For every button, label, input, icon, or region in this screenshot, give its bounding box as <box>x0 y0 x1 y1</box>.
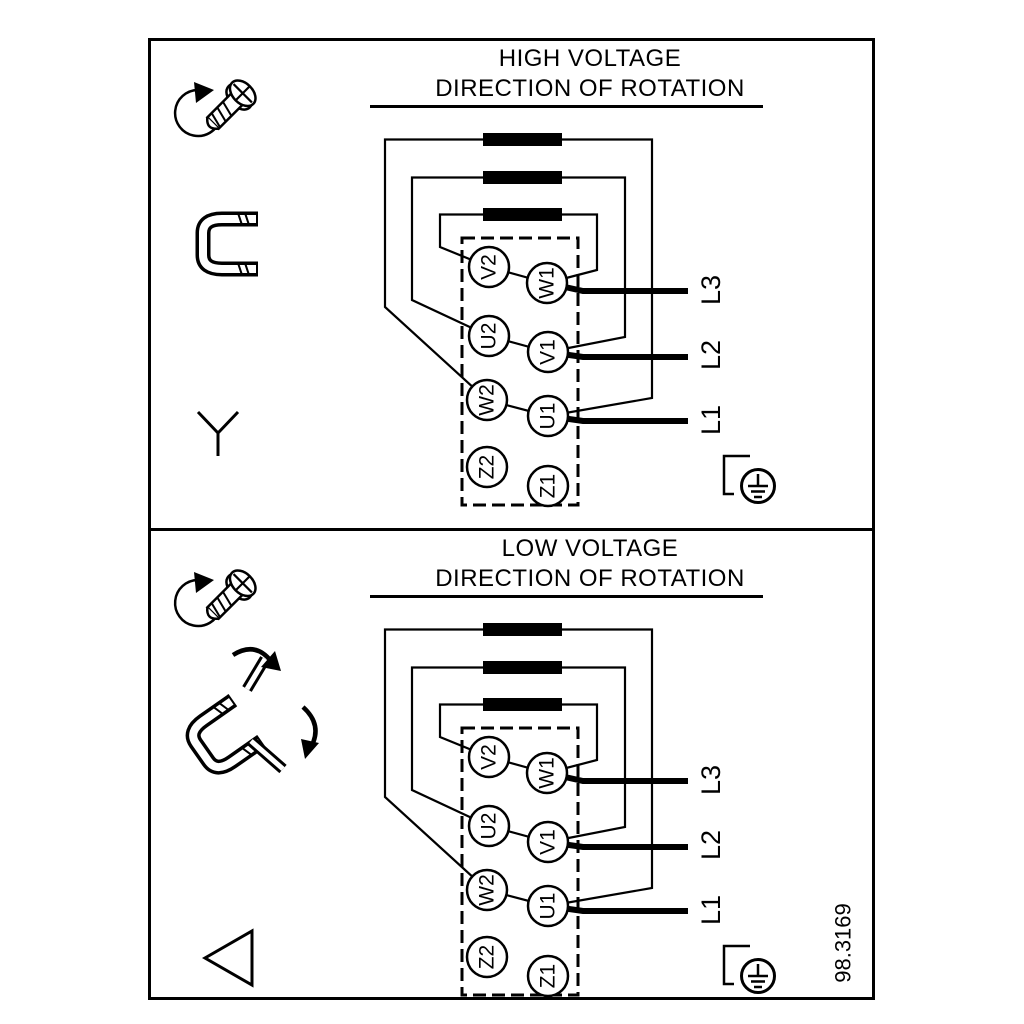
terminal-label: W1 <box>536 267 559 299</box>
jumper-bar <box>483 661 562 674</box>
star-connection-icon <box>196 410 240 456</box>
terminal-v1: V1 <box>526 330 570 374</box>
terminal-label: U2 <box>478 813 501 840</box>
terminal-label: V1 <box>537 829 560 855</box>
terminal-z2: Z2 <box>465 935 509 979</box>
terminal-circle <box>467 735 511 779</box>
title-underline <box>370 595 763 598</box>
terminals: V2 W1 U2 V1 <box>465 245 570 508</box>
terminal-w2: W2 <box>465 868 509 912</box>
title-underline <box>370 105 763 108</box>
line-labels: L3 L2 L1 <box>696 765 726 925</box>
high-voltage-panel: HIGH VOLTAGE DIRECTION OF ROTATION <box>151 41 872 528</box>
terminal-circle <box>526 330 570 374</box>
terminal-u2: U2 <box>467 314 511 358</box>
terminal-circle <box>526 394 570 438</box>
earth-terminal-icon <box>722 944 776 994</box>
terminal-circle <box>525 261 569 305</box>
terminal-v1: V1 <box>526 820 570 864</box>
terminal-label: Z1 <box>537 474 560 499</box>
jumper-wiring <box>383 138 654 418</box>
terminal-label: Z2 <box>476 455 499 480</box>
screw-rotation-icon <box>173 564 262 629</box>
jumper-removal-icon <box>184 647 319 779</box>
jumper-bars <box>483 623 562 711</box>
jumper-bar <box>483 171 562 184</box>
terminal-label: W2 <box>476 384 499 416</box>
terminal-circle <box>465 935 509 979</box>
jumper-bar <box>483 208 562 221</box>
terminal-z2: Z2 <box>465 445 509 489</box>
terminal-label: Z1 <box>537 964 560 989</box>
terminal-w1: W1 <box>525 751 569 795</box>
terminal-box <box>460 236 580 507</box>
terminal-circle <box>525 751 569 795</box>
terminal-box <box>460 726 580 997</box>
line-labels: L3 L2 L1 <box>696 275 726 435</box>
terminal-z1: Z1 <box>526 954 570 997</box>
diagram-frame: HIGH VOLTAGE DIRECTION OF ROTATION <box>148 38 875 1000</box>
terminal-label: V2 <box>478 744 501 770</box>
jumper-bar <box>483 623 562 636</box>
terminal-label: U1 <box>537 403 560 430</box>
terminal-circle <box>526 464 570 508</box>
terminal-v2: V2 <box>467 245 511 289</box>
terminal-u1: U1 <box>526 394 570 438</box>
terminal-label: W2 <box>476 874 499 906</box>
jumper-bar <box>483 698 562 711</box>
delta-connection-icon <box>201 928 254 988</box>
jumper-bars <box>483 133 562 221</box>
terminals: V2 W1 U2 V1 <box>465 735 570 997</box>
terminal-label: Z2 <box>476 945 499 970</box>
jumper-bar <box>483 133 562 146</box>
figure-number: 98.3169 <box>831 903 856 983</box>
terminal-label: V2 <box>478 254 501 280</box>
low-voltage-panel: LOW VOLTAGE DIRECTION OF ROTATION <box>151 528 872 997</box>
terminal-circle <box>465 868 509 912</box>
terminal-circle <box>526 820 570 864</box>
line-label-l1: L1 <box>696 405 726 435</box>
terminal-label: U2 <box>478 323 501 350</box>
terminal-z1: Z1 <box>526 464 570 508</box>
terminal-circle <box>467 245 511 289</box>
line-label-l3: L3 <box>696 275 726 305</box>
line-label-l2: L2 <box>696 830 726 860</box>
line-label-l3: L3 <box>696 765 726 795</box>
terminal-label: U1 <box>537 893 560 920</box>
terminal-v2: V2 <box>467 735 511 779</box>
terminal-circle <box>467 314 511 358</box>
line-label-l2: L2 <box>696 340 726 370</box>
line-label-l1: L1 <box>696 895 726 925</box>
terminal-circle <box>465 445 509 489</box>
terminal-u2: U2 <box>467 804 511 848</box>
terminal-label: V1 <box>537 339 560 365</box>
panel-subtitle: DIRECTION OF ROTATION <box>435 75 745 102</box>
terminal-w1: W1 <box>525 261 569 305</box>
terminal-circle <box>465 378 509 422</box>
terminal-label: W1 <box>536 757 559 789</box>
terminal-circle <box>467 804 511 848</box>
terminal-u1: U1 <box>526 884 570 928</box>
terminal-w2: W2 <box>465 378 509 422</box>
terminal-circle <box>526 884 570 928</box>
panel-title: HIGH VOLTAGE <box>499 45 681 72</box>
panel-title: LOW VOLTAGE <box>502 535 679 562</box>
terminal-circle <box>526 954 570 997</box>
jumper-link-icon <box>203 212 257 277</box>
earth-terminal-icon <box>722 454 776 504</box>
panel-subtitle: DIRECTION OF ROTATION <box>435 565 745 592</box>
screw-rotation-icon <box>173 74 262 139</box>
